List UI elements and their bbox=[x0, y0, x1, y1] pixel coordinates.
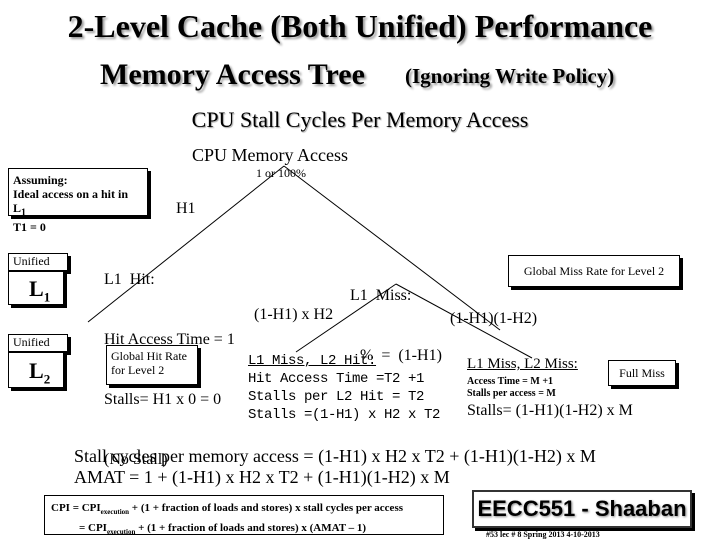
branch-h2-label: (1-H1) x H2 bbox=[254, 306, 334, 323]
amat-equation: AMAT = 1 + (1-H1) x H2 x T2 + (1-H1)(1-H… bbox=[74, 467, 450, 487]
l2-miss-details: Access Time = M +1 Stalls per access = M bbox=[467, 376, 556, 400]
miss-to-l2miss-line bbox=[395, 283, 533, 359]
l2-unified-label: Unified bbox=[8, 334, 68, 352]
l2-hit-node: L1 Miss, L2 Hit: Hit Access Time =T2 +1 … bbox=[248, 352, 440, 424]
branch-miss-label: (1-H1)(1-H2) bbox=[450, 310, 538, 327]
root-to-hit-line bbox=[87, 165, 285, 323]
l2-hit-stalls-per: Stalls per L2 Hit = T2 bbox=[248, 389, 425, 405]
l1-cache-box: L1 bbox=[8, 271, 64, 305]
slide-subtitle: CPU Stall Cycles Per Memory Access bbox=[191, 107, 529, 132]
miss-to-l2hit-line bbox=[295, 283, 397, 353]
root-percent: 1 or 100% bbox=[256, 166, 306, 180]
l1-hit-node: L1 Hit: Hit Access Time = 1 Stalls= H1 x… bbox=[104, 230, 235, 490]
l1-unified-label: Unified bbox=[8, 253, 68, 271]
assumption-text: Ideal access on a hit in L1 bbox=[13, 187, 129, 219]
l2-miss-title: L1 Miss, L2 Miss: bbox=[467, 356, 578, 372]
slide-title: 2-Level Cache (Both Unified) Performance bbox=[67, 8, 653, 44]
l2-hit-title: L1 Miss, L2 Hit: bbox=[248, 353, 377, 369]
full-miss-box: Full Miss bbox=[608, 360, 676, 386]
l2-cache-box: L2 bbox=[8, 352, 64, 388]
tree-root-label: CPU Memory Access bbox=[192, 145, 348, 165]
cpi-formula-line1: CPI = CPIexecution + (1 + fraction of lo… bbox=[51, 502, 403, 517]
slide-footer: #53 lec # 8 Spring 2013 4-10-2013 bbox=[486, 530, 600, 539]
l1-hit-access-time: Hit Access Time = 1 bbox=[104, 331, 235, 348]
l1-miss-title: L1 Miss: bbox=[350, 287, 412, 304]
l2-miss-stalls: Stalls= (1-H1)(1-H2) x M bbox=[467, 402, 633, 419]
root-to-miss-line bbox=[283, 165, 501, 331]
l1-hit-stalls: Stalls= H1 x 0 = 0 bbox=[104, 391, 222, 408]
title-note: (Ignoring Write Policy) bbox=[405, 64, 615, 88]
l2-hit-stalls: Stalls =(1-H1) x H2 x T2 bbox=[248, 407, 441, 423]
global-miss-rate-box: Global Miss Rate for Level 2 bbox=[508, 255, 680, 287]
l1-hit-title: L1 Hit: bbox=[104, 271, 155, 288]
l2-miss-access-time: Access Time = M +1 bbox=[467, 376, 554, 387]
stall-cycles-equation: Stall cycles per memory access = (1-H1) … bbox=[74, 446, 596, 466]
l1-miss-node: L1 Miss: % = (1-H1) bbox=[350, 246, 442, 386]
l1-hit-no-stall: (No Stall) bbox=[104, 451, 168, 468]
l1-miss-percent: % = (1-H1) bbox=[360, 347, 442, 364]
global-hit-rate-box: Global Hit Rate for Level 2 bbox=[106, 345, 198, 385]
h1-branch-label: H1 bbox=[176, 200, 196, 217]
assumption-heading: Assuming: bbox=[13, 173, 68, 187]
assumption-box: Assuming: Ideal access on a hit in L1 T1… bbox=[8, 168, 148, 234]
cpi-formula-line2: = CPIexecution + (1 + fraction of loads … bbox=[79, 522, 367, 537]
l2-hit-access-time: Hit Access Time =T2 +1 bbox=[248, 371, 425, 387]
assumption-t1: T1 = 0 bbox=[13, 220, 46, 235]
cpi-formula-box: CPI = CPIexecution + (1 + fraction of lo… bbox=[44, 495, 444, 536]
slide-title-line2: Memory Access Tree bbox=[100, 58, 365, 91]
l2-miss-stalls-per: Stalls per access = M bbox=[467, 388, 556, 399]
course-badge: EECC551 - Shaaban bbox=[472, 490, 692, 528]
